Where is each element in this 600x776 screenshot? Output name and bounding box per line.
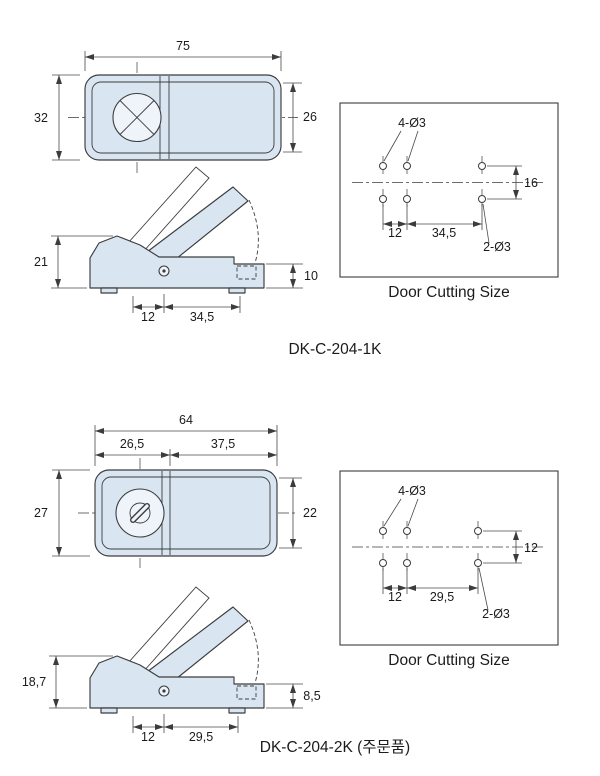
model-caption: DK-C-204-2K (주문품) <box>260 738 410 756</box>
product-2-drawing: 64 26,5 37,5 27 22 <box>22 413 559 756</box>
mounting-hole <box>474 527 482 535</box>
mounting-hole <box>478 195 486 203</box>
dimension-height-right: 22 <box>279 477 317 549</box>
side-height-left-label: 18,7 <box>22 675 46 689</box>
hole-callout-main: 4-Ø3 <box>383 484 426 527</box>
hole-callout-side: 2-Ø3 <box>478 567 510 621</box>
side-pitch1-label: 12 <box>141 730 155 744</box>
cutting-title: Door Cutting Size <box>388 652 509 669</box>
product-1-drawing: 75 32 26 <box>34 39 559 358</box>
side-pitch2-label: 29,5 <box>189 730 213 744</box>
top-width-label: 75 <box>176 39 190 53</box>
latch-side-view: 18,7 8,5 12 29,5 <box>22 586 321 744</box>
catch-detail <box>236 685 257 700</box>
mounting-hole <box>379 527 387 535</box>
door-cutting-panel: 4-Ø3 2-Ø3 12 <box>339 470 559 669</box>
mounting-hole <box>474 559 482 567</box>
dimension-width: 64 26,5 37,5 <box>94 413 278 466</box>
cutting-pitch1-label: 12 <box>388 590 402 604</box>
latch-top-view: 75 32 26 <box>34 39 317 173</box>
side-pitch1-label: 12 <box>141 310 155 324</box>
dimension-row-gap: 12 <box>483 530 538 564</box>
dimension-side-height-left: 18,7 <box>22 655 113 709</box>
holes-main-label: 4-Ø3 <box>398 116 426 130</box>
row-gap-label: 12 <box>524 541 538 555</box>
latch-base <box>89 655 265 709</box>
dimension-height-left: 27 <box>34 469 90 557</box>
mounting-hole <box>379 162 387 170</box>
mounting-hole <box>403 527 411 535</box>
cutting-pitch2-label: 29,5 <box>430 590 454 604</box>
latch-lever <box>146 606 249 688</box>
top-width-right-label: 37,5 <box>211 437 235 451</box>
dimension-row-gap: 16 <box>487 165 538 200</box>
mounting-hole <box>403 162 411 170</box>
mounting-hole <box>403 195 411 203</box>
side-height-right-label: 8,5 <box>303 689 320 703</box>
hole-callout-side: 2-Ø3 <box>482 203 511 254</box>
dimension-side-height-right: 10 <box>266 263 318 289</box>
latch-top-view: 64 26,5 37,5 27 22 <box>34 413 317 568</box>
cutting-pitch1-label: 12 <box>388 226 402 240</box>
side-pitch2-label: 34,5 <box>190 310 214 324</box>
dimension-height-right: 26 <box>283 82 317 153</box>
mounting-hole <box>379 559 387 567</box>
dimension-width: 75 <box>84 39 282 71</box>
holes-main-label: 4-Ø3 <box>398 484 426 498</box>
top-height-right-label: 26 <box>303 110 317 124</box>
mounting-hole <box>403 559 411 567</box>
top-height-left-label: 27 <box>34 506 48 520</box>
top-width-left-label: 26,5 <box>120 437 144 451</box>
product-1-section: 75 32 26 <box>0 0 600 378</box>
hole-callout-main: 4-Ø3 <box>383 116 426 162</box>
dimension-side-pitch: 12 29,5 <box>132 714 239 744</box>
cutting-panel-frame <box>339 470 559 646</box>
side-height-left-label: 21 <box>34 255 48 269</box>
cutting-title: Door Cutting Size <box>388 284 509 301</box>
catch-detail <box>236 265 257 280</box>
cutting-panel-frame <box>339 102 559 278</box>
holes-side-label: 2-Ø3 <box>482 607 510 621</box>
latch-lever <box>146 186 249 268</box>
dimension-side-height-right: 8,5 <box>266 683 321 709</box>
dimension-side-height-left: 21 <box>34 235 113 289</box>
door-cutting-panel: 4-Ø3 2-Ø3 16 <box>339 102 559 301</box>
dimension-hole-pitch: 12 34,5 <box>382 204 483 240</box>
top-width-label: 64 <box>179 413 193 427</box>
top-height-left-label: 32 <box>34 111 48 125</box>
cutting-pitch2-label: 34,5 <box>432 226 456 240</box>
side-height-right-label: 10 <box>304 269 318 283</box>
latch-base <box>89 235 265 289</box>
mounting-hole <box>478 162 486 170</box>
dimension-hole-pitch: 12 29,5 <box>382 568 479 604</box>
holes-side-label: 2-Ø3 <box>483 240 511 254</box>
dimension-side-pitch: 12 34,5 <box>132 294 241 324</box>
latch-side-view: 21 10 12 34,5 <box>34 166 318 324</box>
model-caption: DK-C-204-1K <box>288 341 382 358</box>
mounting-hole <box>379 195 387 203</box>
top-height-right-label: 22 <box>303 506 317 520</box>
product-2-section: 64 26,5 37,5 27 22 <box>0 378 600 776</box>
row-gap-label: 16 <box>524 176 538 190</box>
dimension-height-left: 32 <box>34 74 80 161</box>
